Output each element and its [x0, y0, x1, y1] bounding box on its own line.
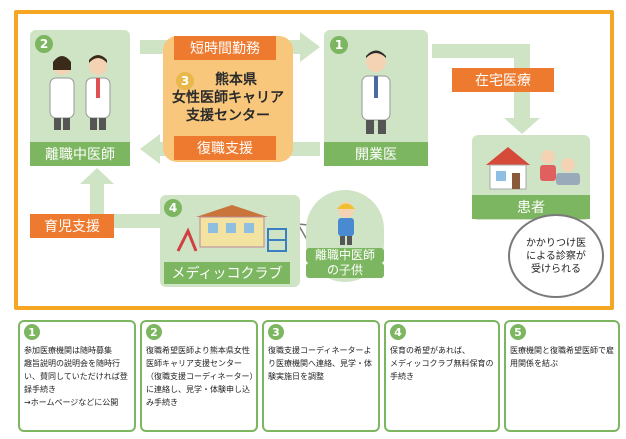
doctor-icon — [361, 50, 391, 134]
step-5-text: 医療機関と復職希望医師で雇用関係を結ぶ — [510, 346, 614, 368]
former-doctor-label: 離職中医師 — [30, 142, 130, 166]
career-center-line2: 女性医師キャリア — [172, 90, 284, 106]
practitioner-number: 1 — [330, 36, 348, 54]
return-support-label: 復職支援 — [174, 136, 276, 160]
step-card — [140, 320, 258, 432]
bubble-line3: 受けられる — [531, 263, 581, 275]
step-card — [504, 320, 620, 432]
career-center-line1: 熊本県 — [215, 72, 257, 88]
patient-label: 患者 — [472, 195, 590, 219]
bubble-line2: による診察が — [526, 250, 586, 262]
nursery-icon — [176, 205, 287, 252]
step-card — [18, 320, 136, 432]
career-center-line3: 支援センター — [186, 108, 270, 124]
house-icon — [486, 147, 580, 190]
step-card — [262, 320, 380, 432]
club-number: 4 — [164, 199, 182, 217]
childcare-label: 育児支援 — [30, 214, 114, 238]
former-doctor-number: 2 — [35, 35, 53, 53]
patient-bubble: かかりつけ医 による診察が 受けられる — [508, 214, 604, 298]
arrow-childcare — [80, 168, 168, 228]
child-line2: の子供 — [306, 263, 384, 278]
step-3-text: 復職支援コーディネーターより医療機関へ連絡、見学・体験実施日を調整 — [268, 346, 372, 381]
step-3-number: 3 — [268, 324, 284, 340]
bubble-line1: かかりつけ医 — [525, 237, 587, 249]
practitioner-label: 開業医 — [324, 142, 428, 166]
step-1-number: 1 — [24, 324, 40, 340]
step-4-number: 4 — [390, 324, 406, 340]
step-card — [384, 320, 500, 432]
career-center-number: 3 — [176, 72, 194, 90]
child-line1: 離職中医師 — [306, 248, 384, 263]
club-label: メディッコクラブ — [164, 262, 290, 284]
step-1-text: 参加医療機関は随時募集 趣旨説明の説明会を随時行い、賛同していただければ登録手続… — [24, 346, 128, 407]
child-icon — [337, 202, 355, 245]
child-label: 離職中医師 の子供 — [306, 248, 384, 278]
step-2-number: 2 — [146, 324, 162, 340]
short-hours-label: 短時間勤務 — [174, 36, 276, 60]
home-care-label: 在宅医療 — [452, 68, 554, 92]
doctors-icon — [49, 55, 111, 130]
step-2-text: 復職希望医師より熊本県女性医師キャリア支援センター（復職支援コーディネーター）に… — [146, 346, 254, 407]
step-4-text: 保育の希望があれば、 メディッコクラブ無料保育の手続き — [390, 346, 494, 381]
step-5-number: 5 — [510, 324, 526, 340]
